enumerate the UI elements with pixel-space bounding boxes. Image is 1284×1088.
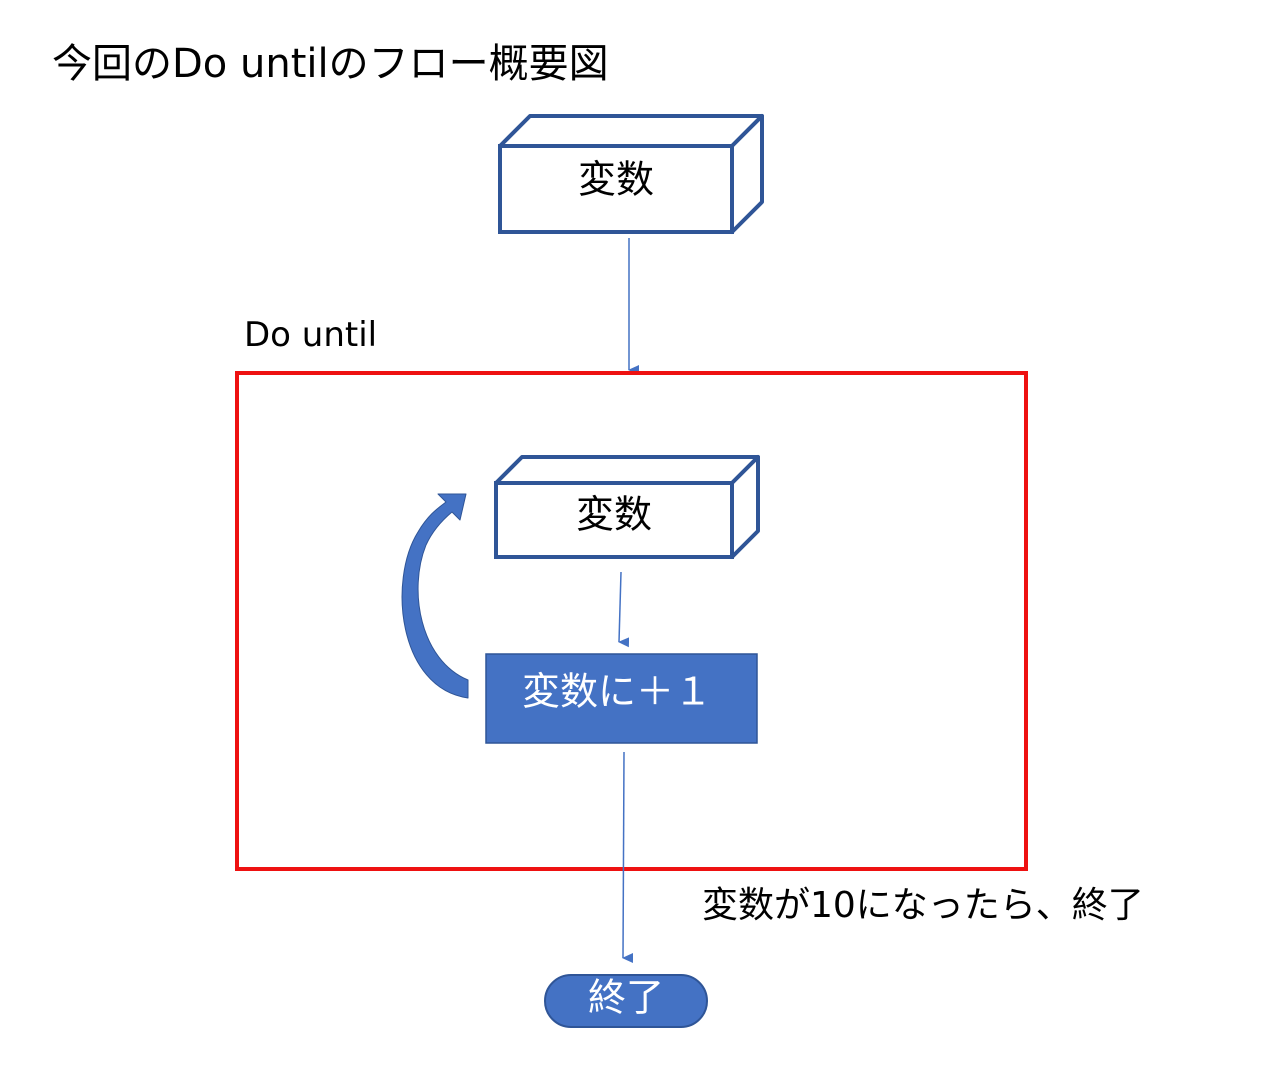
variable-box-top: 変数 bbox=[498, 114, 764, 234]
variable-box-loop-label: 変数 bbox=[576, 493, 652, 537]
end-terminator: 終了 bbox=[544, 974, 708, 1028]
do-until-label: Do until bbox=[244, 315, 378, 355]
diagram-title: 今回のDo untilのフロー概要図 bbox=[52, 41, 609, 87]
variable-box-loop: 変数 bbox=[494, 455, 760, 559]
loop-back-arrow bbox=[401, 493, 469, 699]
increment-box: 変数に＋１ bbox=[485, 653, 758, 744]
variable-box-top-label: 変数 bbox=[578, 158, 654, 202]
arrow-to-end bbox=[622, 751, 634, 964]
end-terminator-label: 終了 bbox=[588, 976, 664, 1020]
arrow-to-increment bbox=[618, 571, 630, 648]
do-until-loop-box bbox=[235, 371, 1028, 871]
increment-box-label: 変数に＋１ bbox=[522, 670, 712, 714]
end-condition-label: 変数が10になったら、終了 bbox=[702, 885, 1144, 926]
